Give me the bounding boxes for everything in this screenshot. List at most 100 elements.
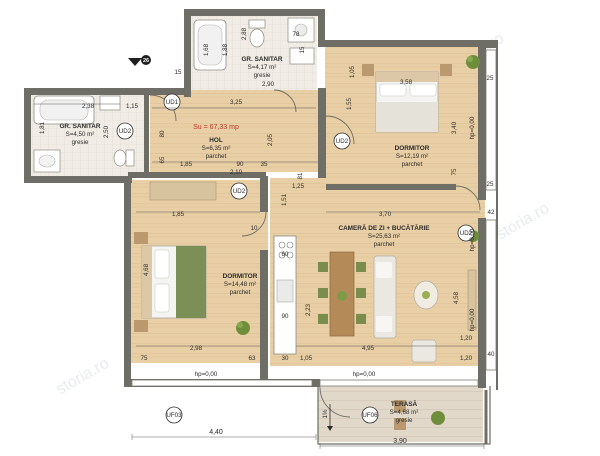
svg-text:4,68: 4,68 [143,263,150,276]
kitchen-counter [273,235,297,355]
svg-text:S=4,50 m²: S=4,50 m² [66,131,95,138]
svg-text:42: 42 [488,209,495,216]
svg-text:63: 63 [249,355,256,362]
svg-text:DORMITOR: DORMITOR [395,145,430,152]
svg-text:2,23: 2,23 [305,303,312,316]
svg-text:parchet: parchet [374,241,395,248]
terrace-slope: 1% [322,404,333,431]
svg-text:90: 90 [282,313,289,320]
svg-text:1,85: 1,85 [172,211,185,218]
svg-text:3,40: 3,40 [451,121,458,134]
door-code-labels: UD1 UD2 UD2 UD2 UD2 UF03 UF06 [119,99,473,419]
svg-text:1%: 1% [322,409,329,418]
svg-text:GR. SANITAR: GR. SANITAR [59,123,100,130]
svg-text:parchet: parchet [402,161,423,168]
svg-text:hp=0,00: hp=0,00 [353,371,376,378]
svg-text:parchet: parchet [206,153,227,160]
svg-text:storia.ro: storia.ro [54,355,113,399]
svg-text:hp=0,00: hp=0,00 [195,371,218,378]
room-label-bath-left: GR. SANITAR S=4,50 m² gresie [59,123,100,146]
svg-text:UF06: UF06 [362,412,378,419]
tv-unit [467,269,477,331]
svg-text:1,20: 1,20 [460,335,473,342]
doors [149,89,481,418]
terrace-railing [317,386,491,445]
svg-text:15: 15 [175,69,182,76]
svg-text:75: 75 [141,355,148,362]
svg-text:10: 10 [251,225,258,232]
dimension-lines [34,103,485,449]
sofa [373,255,397,339]
floor-terrace [318,386,483,442]
svg-text:80: 80 [159,130,166,137]
svg-text:1,51: 1,51 [281,193,288,206]
svg-text:2,88: 2,88 [241,27,248,40]
svg-text:60: 60 [282,251,289,258]
shower-top [287,17,315,43]
bathtub-top [193,19,227,71]
dining-table [318,251,366,337]
wardrobe-left [149,181,217,201]
svg-text:Su = 67,33 mp: Su = 67,33 mp [193,124,239,131]
svg-text:parchet: parchet [230,289,251,296]
svg-text:35: 35 [261,161,268,168]
room-label-bath-top: GR. SANITAR S=4,17 m² gresie [241,56,282,79]
toilet-top [248,19,266,48]
plant-bedroom-left [236,321,250,335]
svg-text:4,95: 4,95 [362,345,375,352]
room-label-terrace: TERASĂ S=4,68 m² gresie [390,399,419,424]
svg-text:TERASĂ: TERASĂ [391,399,418,408]
svg-text:1,05: 1,05 [300,355,313,362]
door-code-markers [116,93,475,424]
washer-left [99,95,121,111]
svg-text:26: 26 [143,58,149,64]
windows [131,49,497,387]
svg-text:hp=0,00: hp=0,00 [469,228,476,251]
svg-text:4,58: 4,58 [453,291,460,304]
walls [24,9,498,390]
coffee-table [413,280,439,310]
room-label-hall: Su = 67,33 mp HOL S=6,35 m² parchet [193,124,239,160]
svg-text:3,90: 3,90 [393,438,407,445]
svg-text:2,50: 2,50 [103,125,110,138]
svg-text:S=25,63 m²: S=25,63 m² [368,233,400,240]
svg-text:UD2: UD2 [460,230,473,237]
terrace-furniture [394,400,445,430]
svg-text:UD1: UD1 [166,99,179,106]
room-label-living: CAMERĂ DE ZI + BUCĂTĂRIE S=25,63 m² parc… [338,223,430,248]
svg-text:1,55: 1,55 [346,97,353,110]
room-label-bedroom-left: DORMITOR S=14,48 m² parchet [223,273,258,296]
svg-text:65: 65 [159,156,166,163]
svg-text:75: 75 [451,168,458,175]
toilet-left [113,149,135,167]
svg-text:40: 40 [488,351,495,358]
bed-left [134,232,207,332]
svg-text:gresie: gresie [396,417,413,424]
svg-text:DORMITOR: DORMITOR [223,273,258,280]
svg-text:CAMERĂ DE ZI + BUCĂTĂRIE: CAMERĂ DE ZI + BUCĂTĂRIE [338,223,430,232]
svg-text:81: 81 [297,172,304,179]
svg-text:1,81: 1,81 [39,121,46,134]
svg-text:25: 25 [487,75,494,82]
svg-text:3,25: 3,25 [230,99,243,106]
bathtub-left [33,95,95,125]
armchair [411,339,437,363]
dimension-labels: 1,68 1,88 2,88 78 15 2,90 3,58 2,38 1,15… [39,27,495,445]
svg-text:2,10: 2,10 [230,169,243,176]
svg-text:1,68: 1,68 [203,43,210,56]
svg-text:2,05: 2,05 [267,133,274,146]
svg-text:UF03: UF03 [166,412,182,419]
svg-text:hp=0,00: hp=0,00 [469,308,476,331]
svg-text:1,20: 1,20 [460,355,473,362]
svg-text:S=6,35 m²: S=6,35 m² [202,145,231,152]
svg-text:UD2: UD2 [233,188,246,195]
sink-top [289,47,315,65]
svg-text:4,40: 4,40 [209,429,223,436]
svg-text:2,38: 2,38 [82,103,95,110]
room-label-bedroom-right: DORMITOR S=12,19 m² parchet [395,145,430,168]
svg-text:gresie: gresie [254,72,271,79]
svg-text:storia.ro: storia.ro [494,200,553,244]
svg-text:UD2: UD2 [336,138,349,145]
svg-text:25: 25 [487,181,494,188]
